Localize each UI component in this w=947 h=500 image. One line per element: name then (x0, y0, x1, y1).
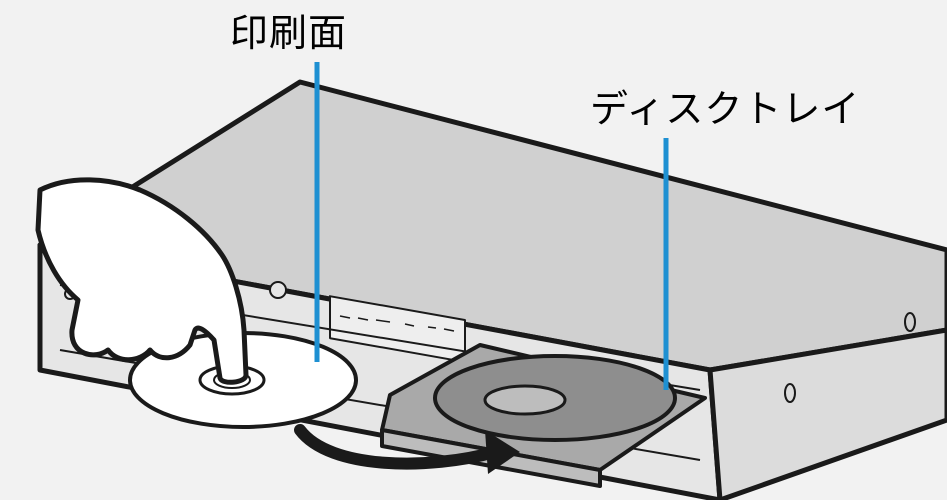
print-side-label: 印刷面 (230, 11, 348, 55)
disc-tray-icon (380, 343, 707, 488)
curved-arrow-icon (294, 424, 501, 470)
hand-icon (35, 177, 249, 385)
disc-tray-label: ディスクトレイ (590, 87, 861, 131)
arrow-head (485, 430, 520, 474)
